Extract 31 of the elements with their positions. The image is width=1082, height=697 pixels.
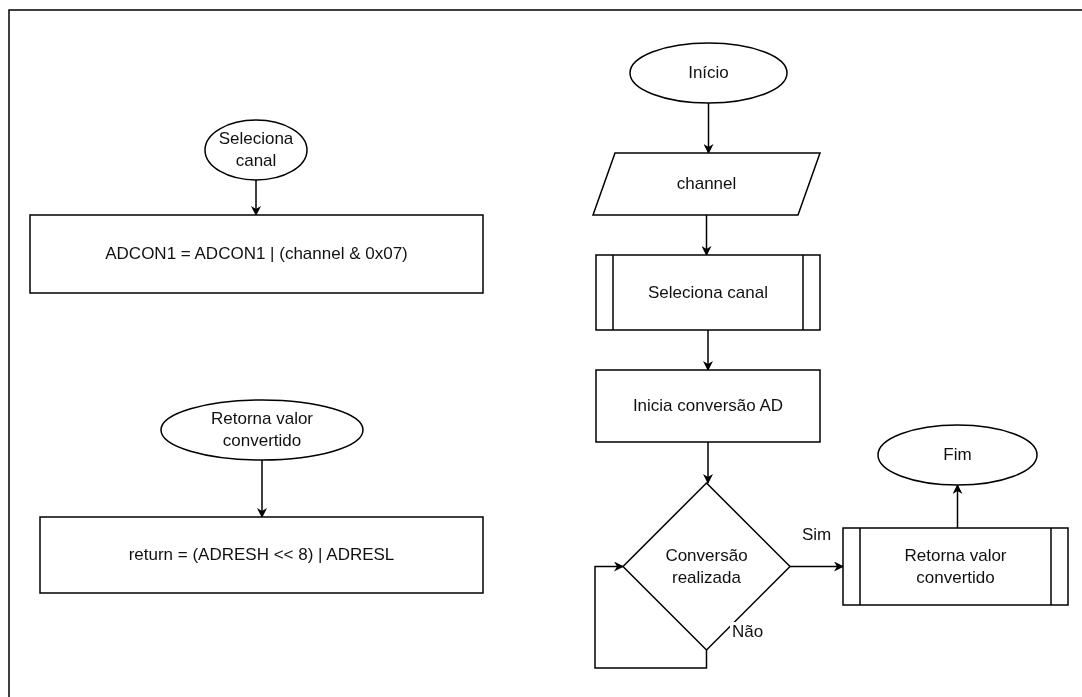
- arrow: [594, 561, 708, 669]
- node-text: Seleciona canal: [648, 281, 768, 304]
- subroutine-box: [843, 528, 1068, 605]
- arrow: [789, 561, 844, 572]
- node-text: Inicia conversão AD: [632, 395, 784, 417]
- decision-diamond: [623, 483, 790, 650]
- subroutine-box: [596, 255, 820, 330]
- node-text: ADCON1 = ADCON1 | (channel & 0x07): [105, 243, 408, 265]
- terminal-ellipse: [205, 120, 307, 180]
- node-text: Início: [688, 62, 729, 84]
- process-box: [596, 370, 820, 442]
- arrow: [952, 484, 963, 529]
- node-text: channel: [676, 173, 737, 195]
- node-text: return = (ADRESH << 8) | ADRESL: [128, 544, 395, 566]
- node-text: Retorna valor convertido: [903, 544, 1008, 589]
- input-parallelogram: [593, 153, 820, 215]
- node-text: Seleciona canal: [217, 128, 295, 172]
- process-box: [30, 215, 483, 293]
- arrow: [703, 441, 713, 484]
- process-box: [40, 517, 483, 593]
- arrow: [701, 214, 712, 256]
- arrow: [703, 102, 714, 154]
- node-text: Conversão realizada: [664, 544, 749, 589]
- arrow: [251, 179, 261, 216]
- terminal-ellipse: [878, 425, 1037, 485]
- arrow: [257, 459, 267, 518]
- arrow: [703, 329, 713, 371]
- terminal-ellipse: [630, 43, 787, 103]
- node-text: Retorna valor convertido: [209, 408, 315, 452]
- node-text: Fim: [943, 444, 972, 466]
- terminal-ellipse: [161, 400, 363, 460]
